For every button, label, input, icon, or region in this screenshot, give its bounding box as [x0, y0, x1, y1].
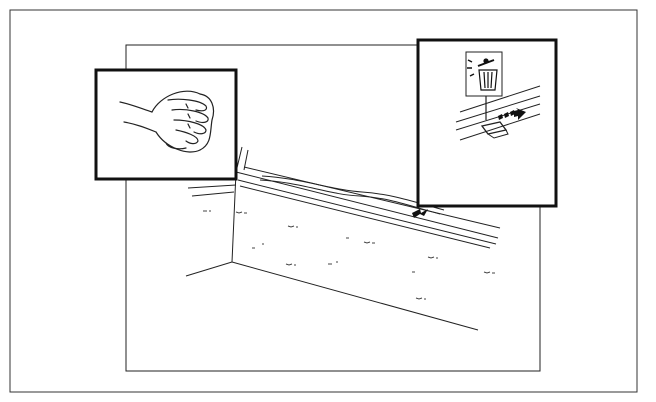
- hand-inset-frame: [96, 70, 236, 179]
